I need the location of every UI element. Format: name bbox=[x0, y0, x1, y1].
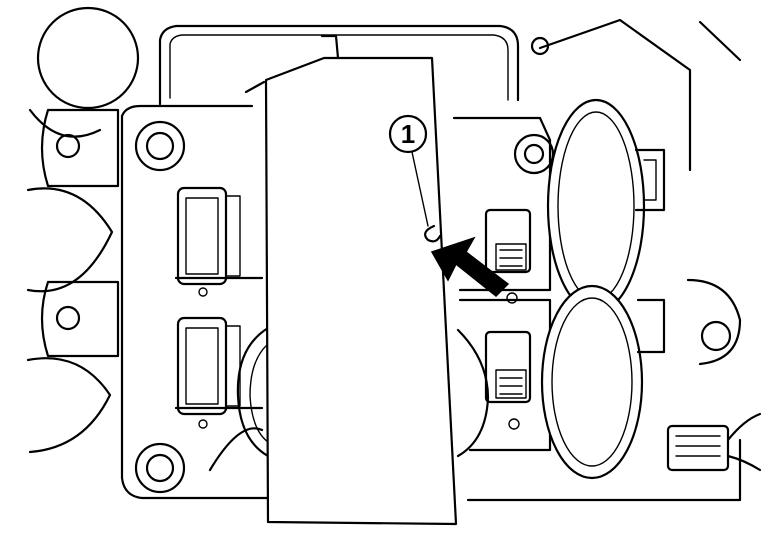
left-accumulator bbox=[236, 326, 270, 458]
separator-plate bbox=[244, 34, 458, 526]
harness-connector bbox=[666, 412, 762, 472]
callout-1-label: 1 bbox=[401, 119, 415, 149]
snap-ring-clip bbox=[424, 224, 442, 243]
left-solenoid-upper bbox=[174, 186, 264, 297]
upper-solenoid-cap bbox=[546, 98, 666, 314]
right-solenoid-upper bbox=[452, 116, 552, 304]
right-solenoid-lower bbox=[456, 298, 552, 458]
valve-body-plate bbox=[120, 18, 742, 502]
arrow-icon bbox=[430, 236, 510, 298]
left-housing-outline bbox=[26, 6, 140, 454]
left-solenoid-lower bbox=[174, 316, 264, 429]
lower-solenoid-cap bbox=[540, 284, 666, 480]
callout-1: 1 bbox=[388, 114, 429, 227]
